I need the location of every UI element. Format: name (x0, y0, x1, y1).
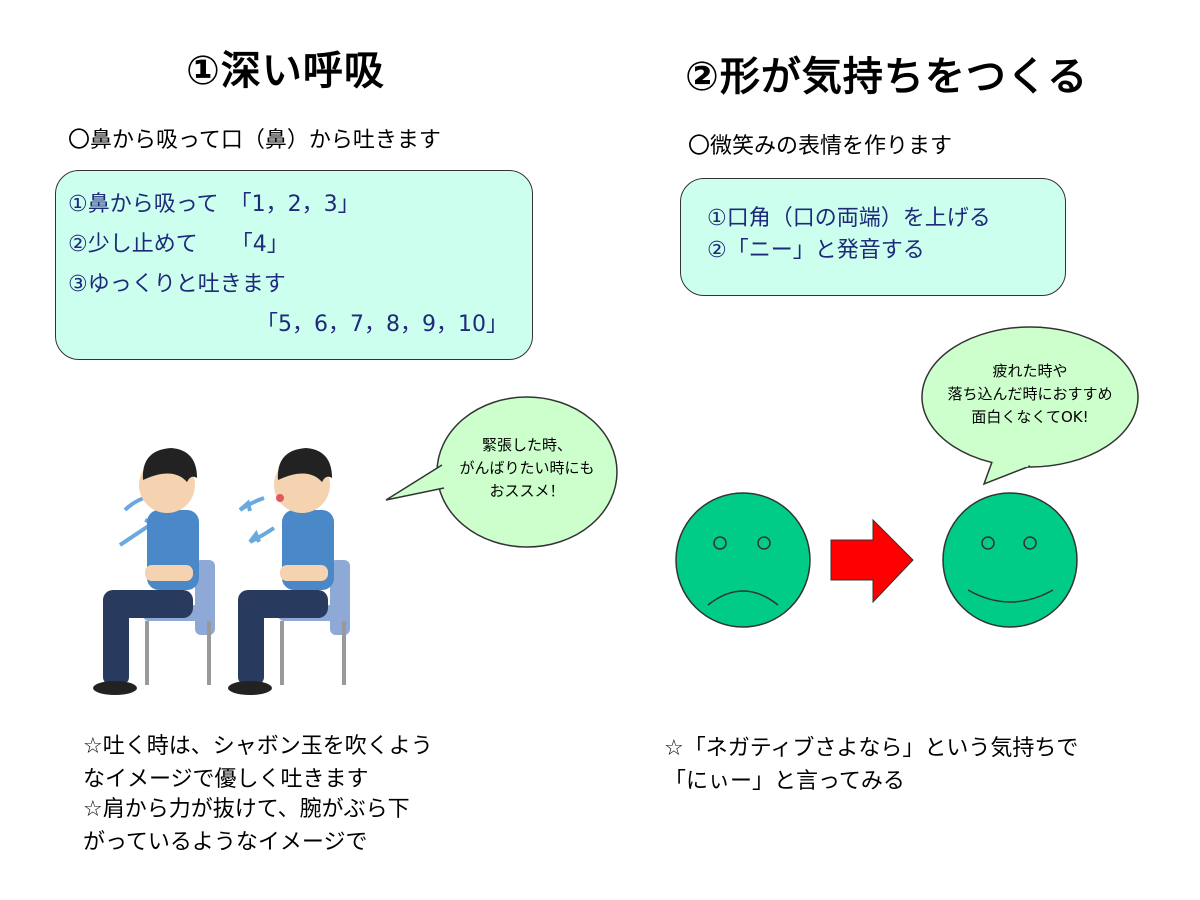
breathing-subtitle: 〇鼻から吸って口（鼻）から吐きます (68, 128, 441, 153)
breathing-note-2: ☆肩から力が抜けて、腕がぶら下 がっているようなイメージで (83, 797, 410, 855)
breathing-step-2: ②少し止めて 「4」 (68, 232, 289, 257)
expression-step-2: ②「ニー」と発音する (707, 238, 925, 263)
expression-note: ☆「ネガティブさよなら」という気持ちで 「にぃー」と言ってみる (664, 736, 1079, 794)
right-speech-bubble (921, 326, 1139, 486)
breathing-steps-box: ①鼻から吸って 「1，2，3」 ②少し止めて 「4」 ③ゆっくりと吐きます 「5… (55, 170, 533, 360)
left-bubble-text: 緊張した時、 がんばりたい時にも おススメ！ (459, 436, 595, 500)
expression-step-1: ①口角（口の両端）を上げる (707, 206, 991, 231)
faces-illustration (675, 492, 1078, 628)
smiling-face-icon (942, 492, 1078, 628)
sad-face-icon (675, 492, 811, 628)
breathing-step-3-count: 「5，6，7，8，9，10」 (256, 312, 508, 337)
right-bubble-text: 疲れた時や 落ち込んだ時におすすめ 面白くなくてOK! (947, 362, 1113, 426)
expression-subtitle: 〇微笑みの表情を作ります (688, 134, 953, 159)
breathing-step-1: ①鼻から吸って 「1，2，3」 (68, 192, 360, 217)
left-speech-bubble (385, 396, 618, 548)
breathing-step-3: ③ゆっくりと吐きます (68, 272, 286, 297)
expression-steps-box: ①口角（口の両端）を上げる ②「ニー」と発音する (680, 178, 1066, 296)
section-title-breathing: ①深い呼吸 (186, 48, 385, 94)
breathing-people-illustration (93, 448, 350, 695)
sitting-person-exhale (228, 448, 350, 695)
right-arrow-icon (830, 518, 914, 604)
sitting-person-inhale (93, 448, 215, 695)
section-title-expression: ②形が気持ちをつくる (685, 54, 1089, 100)
breathing-note-1: ☆吐く時は、シャボン玉を吹くよう なイメージで優しく吐きます (83, 734, 433, 792)
